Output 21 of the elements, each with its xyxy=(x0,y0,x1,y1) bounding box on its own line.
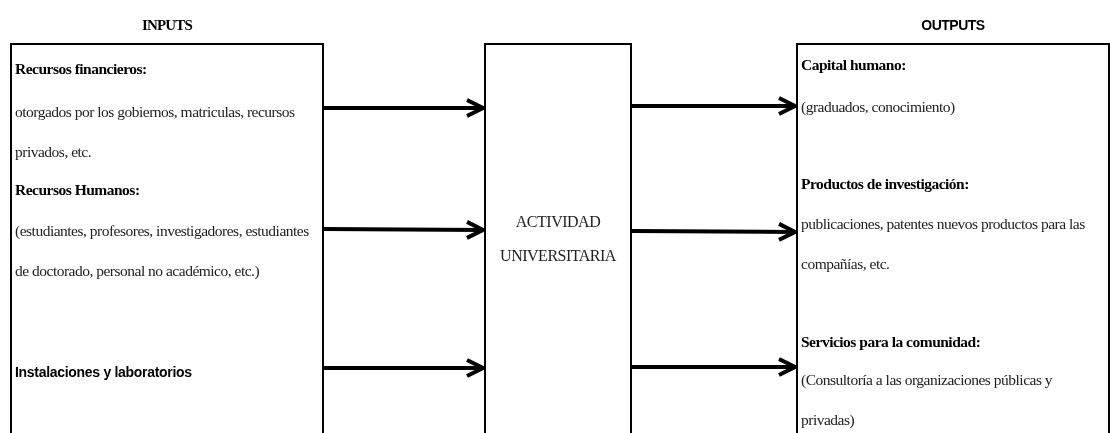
description-text: (graduados, conocimiento) xyxy=(801,97,956,117)
arrow xyxy=(632,221,797,242)
section-heading: Productos de investigación: xyxy=(801,174,970,194)
section-heading: Recursos Humanos: xyxy=(15,180,141,200)
column-heading: OUTPUTS xyxy=(920,16,986,35)
section-heading: Instalaciones y laboratorios xyxy=(15,363,193,382)
arrow xyxy=(324,98,485,118)
description-text: (Consultoría a las organizaciones públicas y privadas) xyxy=(801,370,1054,430)
description-text: publicaciones, patentes nuevos productos para las compañías, etc. xyxy=(801,214,1086,274)
arrow xyxy=(324,358,485,378)
arrow xyxy=(632,357,797,377)
box-label: ACTIVIDAD UNIVERSITARIA xyxy=(499,212,617,266)
column-heading: INPUTS xyxy=(140,16,194,35)
description-text: (estudiantes, profesores, investigadores, estudiantes de doctorado, personal no académico, etc.) xyxy=(15,221,310,281)
process-box xyxy=(484,43,632,433)
description-text: otorgados por los gobiernos, matriculas, recursos privados, etc. xyxy=(15,102,296,162)
section-heading: Recursos financieros: xyxy=(15,59,148,79)
arrow xyxy=(632,96,797,116)
section-heading: Servicios para la comunidad: xyxy=(801,332,982,352)
arrow xyxy=(324,219,485,240)
section-heading: Capital humano: xyxy=(801,55,907,75)
